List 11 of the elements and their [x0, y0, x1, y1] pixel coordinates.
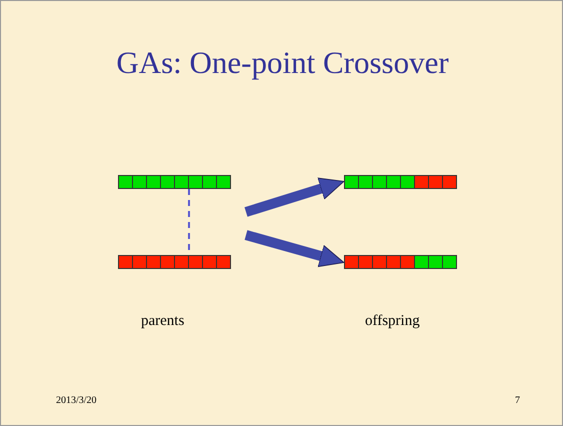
block-arrow — [244, 230, 344, 268]
caption-label: parents — [141, 313, 184, 330]
caption-label: offspring — [365, 313, 420, 330]
date-label: 2013/3/20 — [56, 395, 97, 406]
block-arrow — [244, 178, 344, 217]
chromosome-bar — [118, 175, 231, 189]
chromosome-bar — [118, 255, 231, 269]
slide-title: GAs: One-point Crossover — [115, 45, 450, 81]
page-number: 7 — [515, 395, 520, 406]
chromosome-bar — [344, 255, 457, 269]
chromosome-bar — [344, 175, 457, 189]
